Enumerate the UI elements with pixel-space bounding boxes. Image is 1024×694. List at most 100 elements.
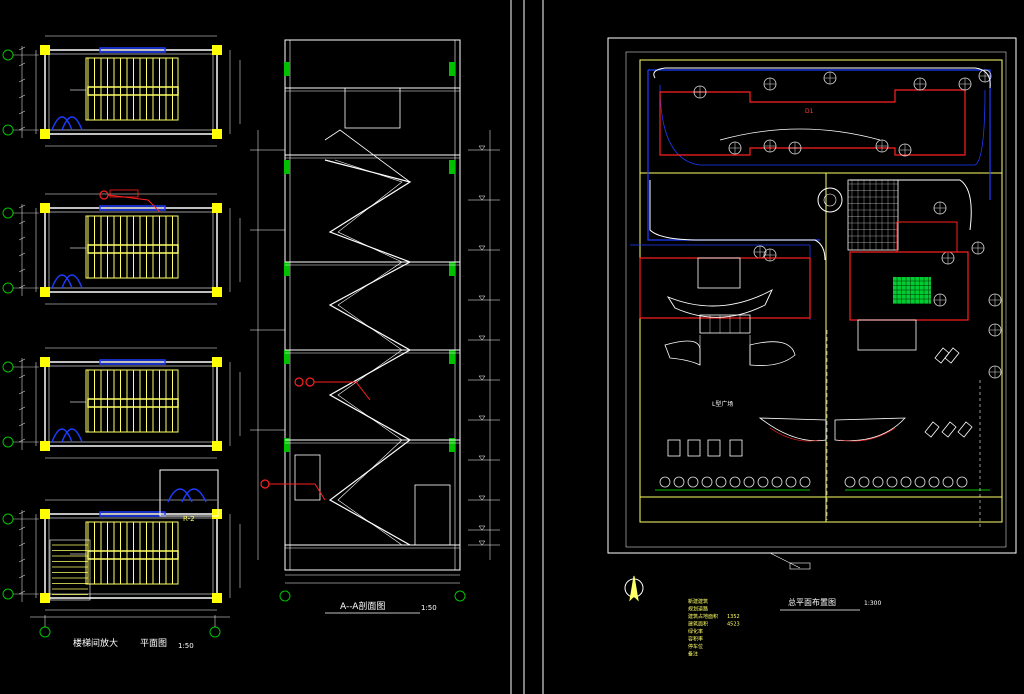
parked-car bbox=[941, 421, 957, 438]
green-field bbox=[893, 277, 931, 304]
fan-right bbox=[834, 417, 906, 442]
tree-symbol bbox=[978, 69, 992, 83]
section-title-block: A--A剖面图 1:50 bbox=[340, 600, 437, 612]
road-edge bbox=[850, 179, 972, 231]
window bbox=[99, 47, 166, 53]
hedge bbox=[886, 476, 898, 488]
plan-tag: R-2 bbox=[183, 515, 195, 523]
floor-marker bbox=[284, 350, 290, 364]
hedge bbox=[673, 476, 685, 488]
handrail bbox=[87, 244, 179, 254]
tree-symbol bbox=[913, 77, 927, 91]
legend-value: 4523 bbox=[727, 622, 740, 628]
tick bbox=[18, 542, 26, 547]
plan-wall-inner bbox=[48, 365, 214, 443]
tick bbox=[18, 558, 26, 563]
floor-marker bbox=[449, 262, 455, 276]
floor-marker bbox=[449, 62, 455, 76]
hedge bbox=[771, 476, 783, 488]
tree-symbol bbox=[941, 251, 955, 265]
window bbox=[99, 205, 166, 211]
floor-marker bbox=[284, 438, 290, 452]
stair-top bbox=[324, 129, 411, 183]
stair-treads bbox=[87, 370, 173, 432]
tick bbox=[18, 422, 26, 427]
plan-wall-inner bbox=[48, 211, 214, 289]
level-arrow bbox=[478, 455, 486, 461]
level-arrow bbox=[478, 245, 486, 251]
stair-treads bbox=[87, 58, 173, 120]
legend-row: 绿化率 bbox=[688, 628, 703, 635]
tree-symbol bbox=[728, 141, 742, 155]
floor-marker bbox=[284, 160, 290, 174]
plan-wall bbox=[44, 207, 218, 293]
column bbox=[212, 509, 222, 519]
entry-canopy bbox=[857, 319, 917, 351]
hedge bbox=[872, 476, 884, 488]
column bbox=[40, 441, 50, 451]
parking-stall bbox=[687, 439, 701, 457]
hedge bbox=[799, 476, 811, 488]
plan-subtitle: 平面图 bbox=[140, 638, 167, 649]
tree-symbol bbox=[958, 77, 972, 91]
site-title: 总平面布置图 bbox=[788, 597, 836, 607]
level-arrow bbox=[478, 525, 486, 531]
stair-plan-stack bbox=[2, 35, 241, 638]
section-title: A--A剖面图 bbox=[340, 600, 385, 612]
hedge bbox=[928, 476, 940, 488]
hedge bbox=[729, 476, 741, 488]
plan-wall-inner bbox=[48, 517, 214, 595]
tree-symbol bbox=[988, 293, 1002, 307]
hedge bbox=[956, 476, 968, 488]
handrail bbox=[87, 86, 179, 96]
column bbox=[212, 357, 222, 367]
level-arrow bbox=[478, 195, 486, 201]
site-title-block: 总平面布置图 1:300 D1 L型广场 bbox=[712, 108, 881, 607]
tick bbox=[18, 574, 26, 579]
tick bbox=[18, 252, 26, 257]
column bbox=[212, 593, 222, 603]
axis-bubble bbox=[454, 590, 466, 602]
tree-symbol bbox=[988, 365, 1002, 379]
door-swing bbox=[51, 116, 83, 131]
tree-symbol bbox=[823, 71, 837, 85]
tick bbox=[18, 204, 26, 209]
legend-label: 绿化率 bbox=[688, 628, 703, 635]
north-arrow bbox=[624, 575, 644, 602]
level-arrow bbox=[478, 375, 486, 381]
callout-leader bbox=[314, 381, 371, 401]
tick bbox=[18, 268, 26, 273]
court-label: L型广场 bbox=[712, 400, 733, 408]
tick bbox=[18, 438, 26, 443]
legend-label: 规划道路 bbox=[688, 606, 708, 613]
legend-row: 规划道路 bbox=[688, 606, 708, 613]
floor-marker bbox=[449, 438, 455, 452]
plaza-circle bbox=[817, 187, 843, 213]
fan-red bbox=[769, 427, 821, 442]
fan-left bbox=[758, 417, 827, 442]
ground-door bbox=[414, 484, 451, 546]
level-arrow bbox=[478, 145, 486, 151]
parking-stall bbox=[729, 439, 743, 457]
atrium bbox=[697, 257, 741, 289]
plan-wall-inner bbox=[48, 53, 214, 131]
tick bbox=[18, 94, 26, 99]
hedge bbox=[900, 476, 912, 488]
main-building bbox=[659, 89, 966, 156]
plan-title-block: 楼梯间放大 平面图 1:50 R-2 bbox=[73, 515, 195, 650]
window bbox=[99, 511, 166, 517]
column bbox=[40, 593, 50, 603]
column bbox=[40, 357, 50, 367]
tick bbox=[18, 510, 26, 515]
column bbox=[212, 45, 222, 55]
section-scale: 1:50 bbox=[421, 604, 437, 612]
hedge bbox=[942, 476, 954, 488]
landing bbox=[49, 539, 91, 601]
hedge bbox=[687, 476, 699, 488]
hedge bbox=[757, 476, 769, 488]
hedge bbox=[844, 476, 856, 488]
plan-wall bbox=[44, 513, 218, 599]
tick bbox=[18, 110, 26, 115]
